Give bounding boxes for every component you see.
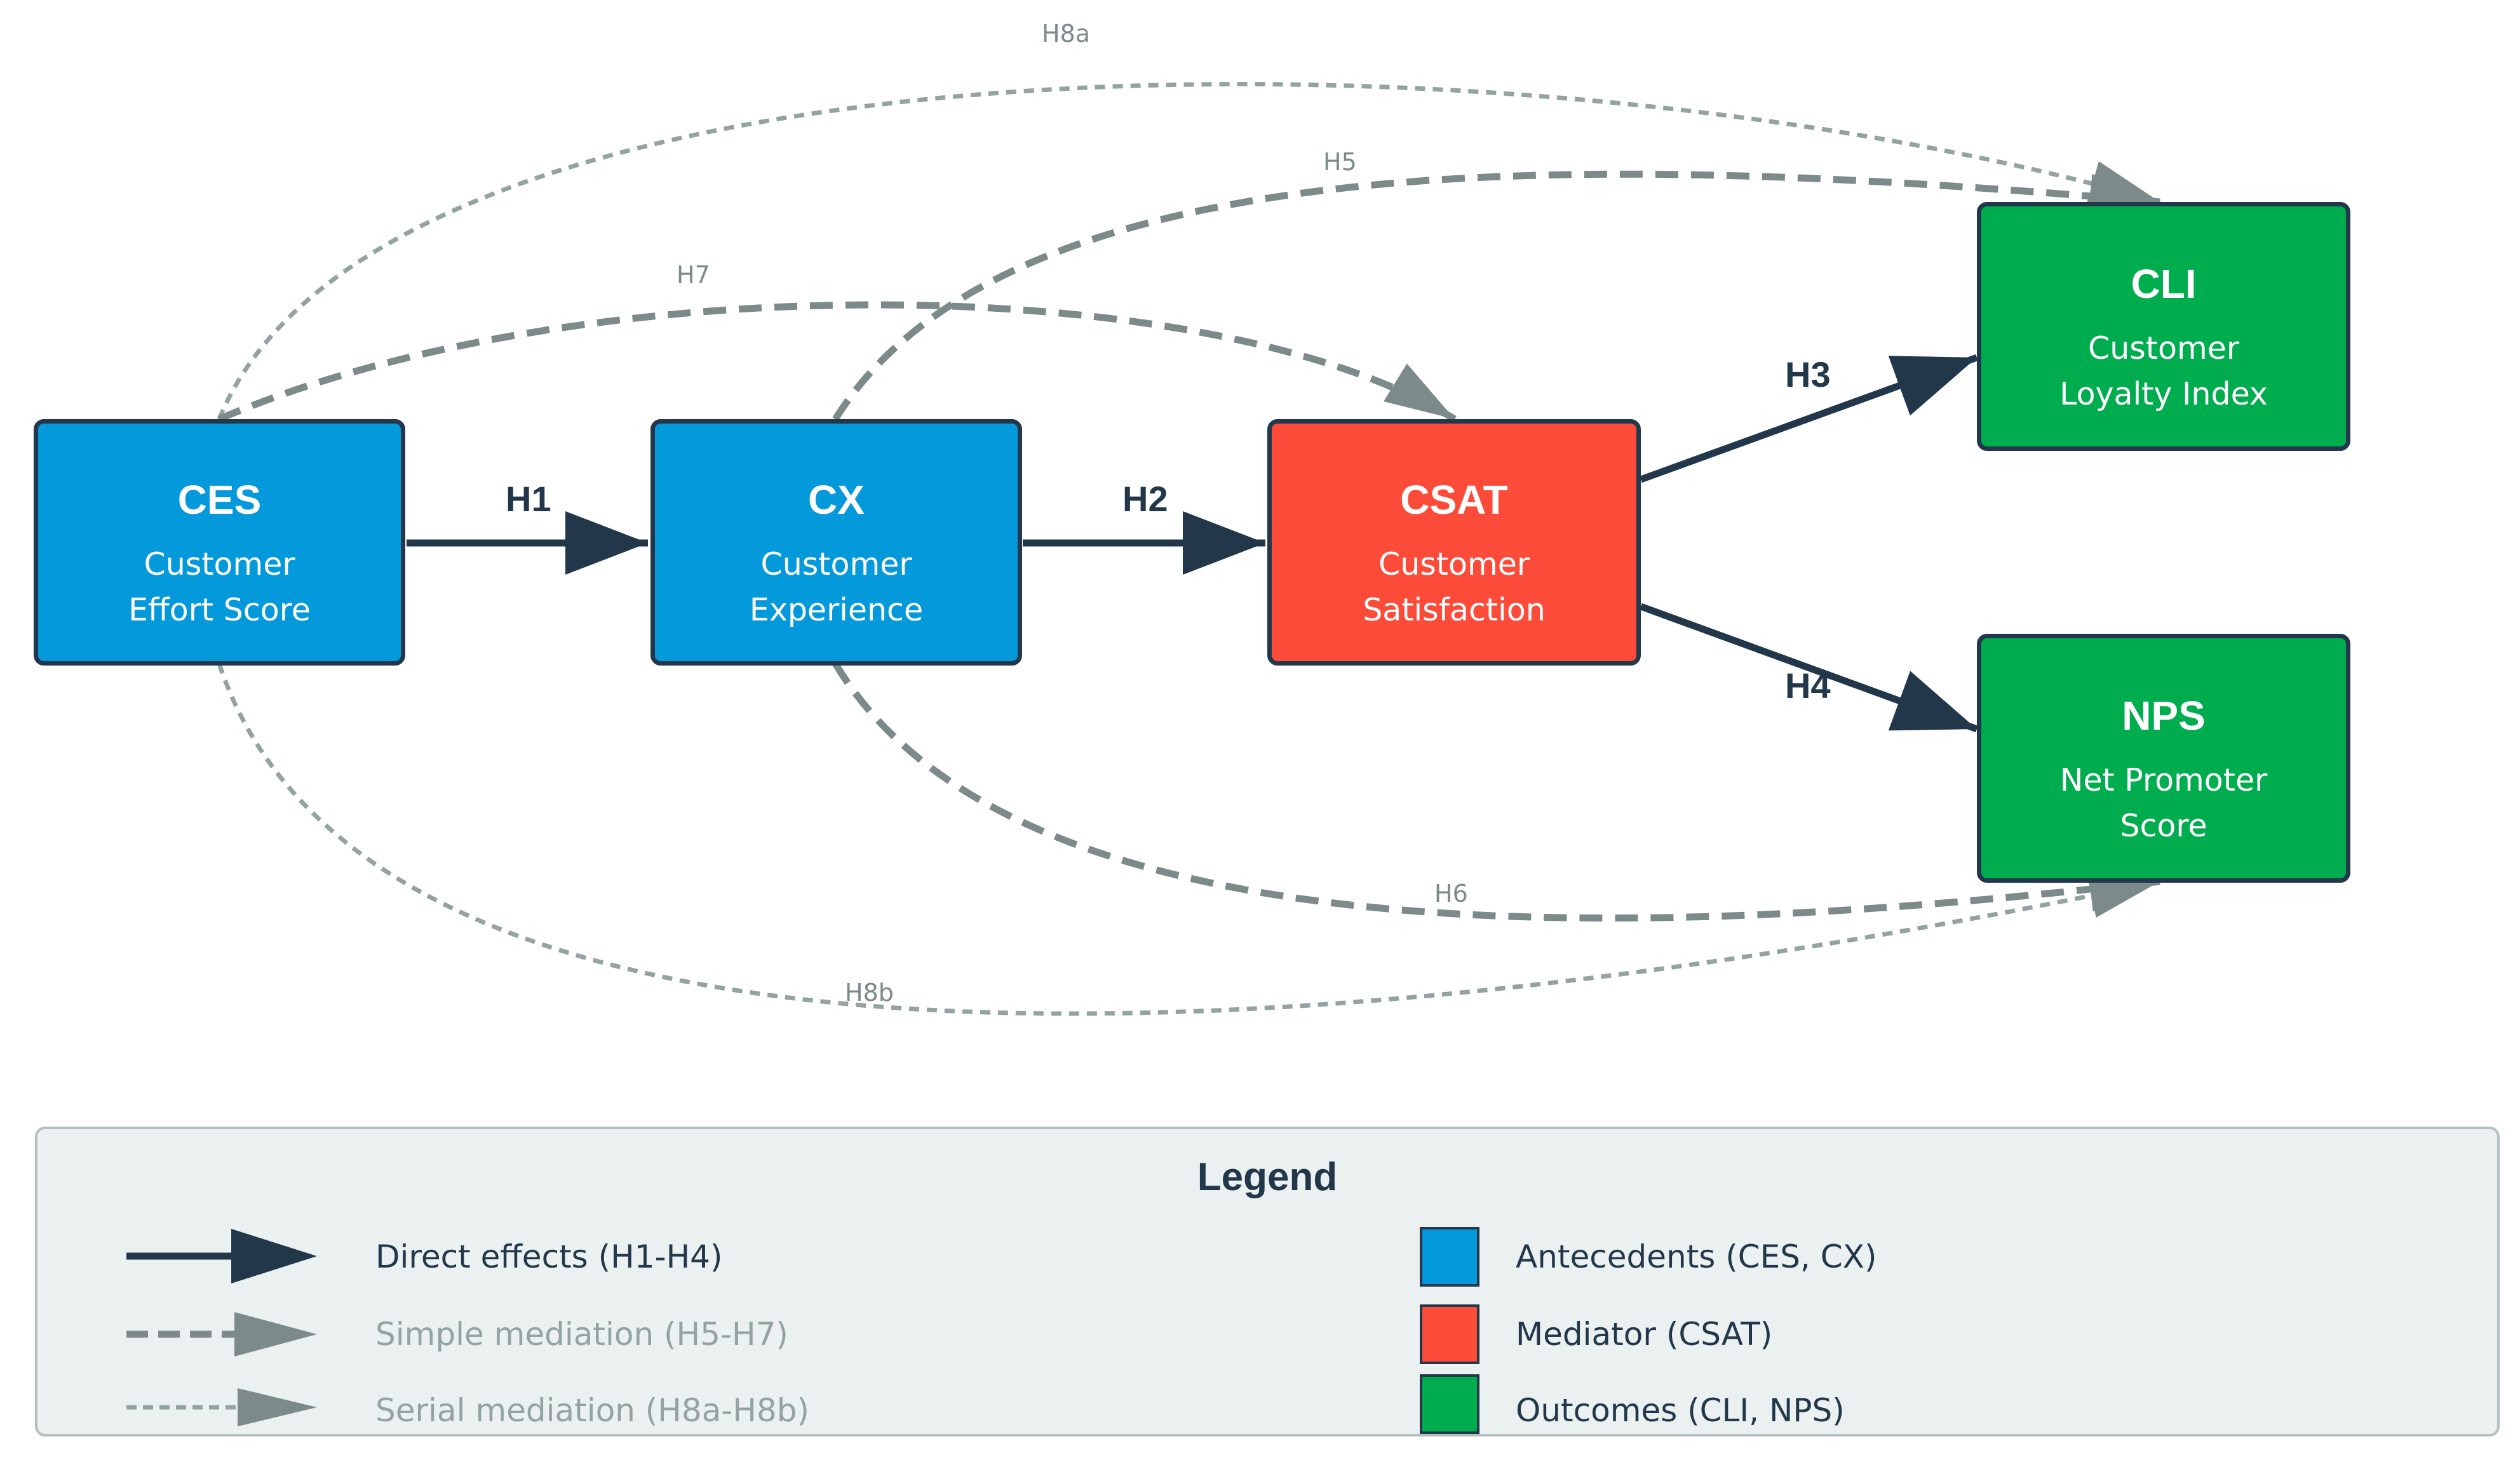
legend-antecedents-label: Antecedents (CES, CX) <box>1516 1238 1877 1275</box>
edge-h5 <box>832 170 2160 421</box>
node-cx-line2: Experience <box>749 592 924 628</box>
node-csat-line1: Customer <box>1378 546 1530 582</box>
node-ces-abbr: CES <box>177 477 262 523</box>
node-nps-label: Net Promoter Score <box>1981 758 2346 849</box>
node-ces-label: Customer Effort Score <box>38 542 401 633</box>
node-cx: CX Customer Experience <box>650 419 1022 666</box>
legend: Legend Direct effects (H1-H4) Simple med… <box>35 1127 2500 1437</box>
edge-label-h4: H4 <box>1785 666 1831 706</box>
node-cli-line2: Loyalty Index <box>2059 376 2268 412</box>
legend-serial-label: Serial mediation (H8a-H8b) <box>375 1392 810 1429</box>
node-nps-line2: Score <box>2120 808 2207 844</box>
edge-label-h8a: H8a <box>1042 20 1091 48</box>
node-csat-label: Customer Satisfaction <box>1272 542 1636 633</box>
node-cx-abbr: CX <box>808 477 865 523</box>
edge-label-h1: H1 <box>506 479 551 519</box>
legend-antecedent-swatch <box>1420 1227 1479 1287</box>
edge-h8a <box>217 82 2160 420</box>
node-nps: NPS Net Promoter Score <box>1977 634 2350 883</box>
node-csat-abbr: CSAT <box>1400 477 1508 523</box>
legend-serial-arrow-icon <box>126 1388 317 1426</box>
node-ces-line2: Effort Score <box>128 592 311 628</box>
edge-label-h7: H7 <box>677 261 710 289</box>
node-cli-label: Customer Loyalty Index <box>1981 326 2346 417</box>
node-nps-abbr: NPS <box>2122 693 2206 739</box>
node-csat-line2: Satisfaction <box>1363 592 1546 628</box>
legend-title: Legend <box>1197 1155 1338 1199</box>
legend-direct-label: Direct effects (H1-H4) <box>375 1238 723 1275</box>
node-csat: CSAT Customer Satisfaction <box>1267 419 1641 666</box>
edge-h4 <box>1640 603 1978 733</box>
edge-h7 <box>217 301 1457 423</box>
node-ces-line1: Customer <box>144 546 295 582</box>
edge-label-h8b: H8b <box>845 979 894 1007</box>
node-cx-label: Customer Experience <box>655 542 1018 633</box>
legend-simple-label: Simple mediation (H5-H7) <box>375 1316 788 1353</box>
node-cx-line1: Customer <box>760 546 912 582</box>
edge-h6 <box>832 662 2160 922</box>
legend-outcome-swatch <box>1420 1374 1479 1434</box>
node-ces: CES Customer Effort Score <box>34 419 405 666</box>
node-cli-line1: Customer <box>2087 330 2239 366</box>
edge-label-h6: H6 <box>1434 880 1468 907</box>
node-nps-line1: Net Promoter <box>2059 762 2268 798</box>
legend-outcomes-label: Outcomes (CLI, NPS) <box>1516 1392 1845 1429</box>
edge-h3 <box>1640 354 1978 483</box>
legend-mediator-swatch <box>1420 1304 1479 1364</box>
node-cli: CLI Customer Loyalty Index <box>1977 202 2350 451</box>
edge-label-h2: H2 <box>1122 479 1168 519</box>
legend-direct-arrow-icon <box>126 1229 317 1283</box>
legend-mediator-label: Mediator (CSAT) <box>1516 1316 1773 1353</box>
edge-h8b <box>217 662 2160 1016</box>
edge-label-h3: H3 <box>1785 354 1831 394</box>
node-cli-abbr: CLI <box>2131 261 2197 307</box>
edge-label-h5: H5 <box>1323 148 1357 176</box>
legend-simple-arrow-icon <box>126 1312 317 1356</box>
